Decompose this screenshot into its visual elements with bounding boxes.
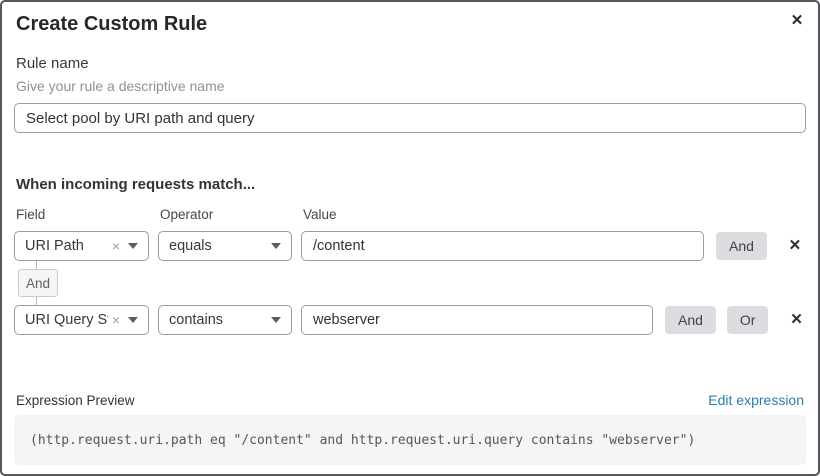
- operator-select[interactable]: equals: [158, 231, 292, 261]
- delete-condition-icon[interactable]: ✕: [788, 237, 802, 254]
- operator-column-label: Operator: [160, 207, 214, 222]
- chevron-down-icon: [271, 317, 281, 323]
- operator-select-value: equals: [169, 238, 212, 254]
- chevron-down-icon: [128, 317, 138, 323]
- value-column-label: Value: [303, 207, 337, 222]
- chevron-down-icon: [128, 243, 138, 249]
- rule-name-input[interactable]: [14, 103, 806, 133]
- chevron-down-icon: [271, 243, 281, 249]
- field-select[interactable]: URI Query St... ×: [14, 305, 149, 335]
- dialog-title: Create Custom Rule: [16, 13, 208, 35]
- delete-condition-icon[interactable]: ✕: [790, 311, 803, 328]
- field-select[interactable]: URI Path ×: [14, 231, 149, 261]
- field-select-value: URI Query St...: [25, 312, 108, 328]
- field-column-label: Field: [16, 207, 46, 222]
- value-input[interactable]: [301, 305, 653, 335]
- condition-row: URI Path × equals And ✕: [14, 231, 806, 261]
- add-or-condition-button[interactable]: Or: [726, 306, 769, 334]
- add-and-condition-button[interactable]: And: [716, 232, 767, 260]
- clear-selection-icon[interactable]: ×: [111, 312, 120, 328]
- condition-connector: And: [14, 261, 806, 305]
- operator-select-value: contains: [169, 312, 224, 328]
- rule-name-description: Give your rule a descriptive name: [16, 78, 225, 94]
- value-input[interactable]: [301, 231, 704, 261]
- add-and-condition-button[interactable]: And: [665, 306, 716, 334]
- expression-preview-label: Expression Preview: [16, 392, 135, 408]
- edit-expression-link[interactable]: Edit expression: [708, 392, 804, 408]
- clear-selection-icon[interactable]: ×: [111, 238, 120, 254]
- condition-column-labels: Field Operator Value: [16, 207, 806, 223]
- field-select-value: URI Path: [25, 238, 84, 254]
- rule-name-label: Rule name: [16, 55, 89, 72]
- operator-select[interactable]: contains: [158, 305, 292, 335]
- close-icon[interactable]: ✕: [786, 9, 808, 31]
- match-section-heading: When incoming requests match...: [16, 176, 256, 193]
- condition-row: URI Query St... × contains And Or ✕: [14, 305, 806, 335]
- connector-and-badge: And: [18, 269, 58, 297]
- expression-preview-code: (http.request.uri.path eq "/content" and…: [14, 415, 806, 465]
